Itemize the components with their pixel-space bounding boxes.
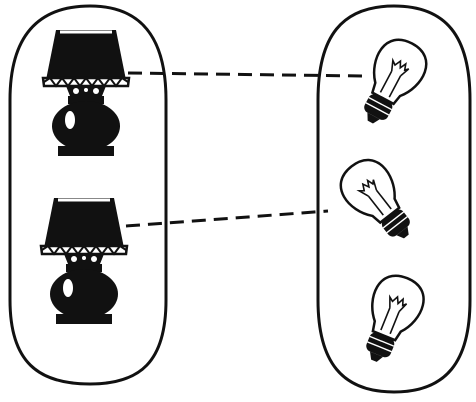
link-line-2 (125, 209, 329, 228)
link-line-1 (127, 71, 365, 78)
light-bulb-2 (330, 149, 428, 254)
lamp-group-outline (8, 4, 168, 386)
lamp-2 (39, 196, 129, 326)
lamp-1 (41, 28, 131, 158)
bulb-group-outline (316, 4, 472, 394)
light-bulb-1 (347, 30, 436, 136)
light-bulb-3 (349, 267, 432, 372)
